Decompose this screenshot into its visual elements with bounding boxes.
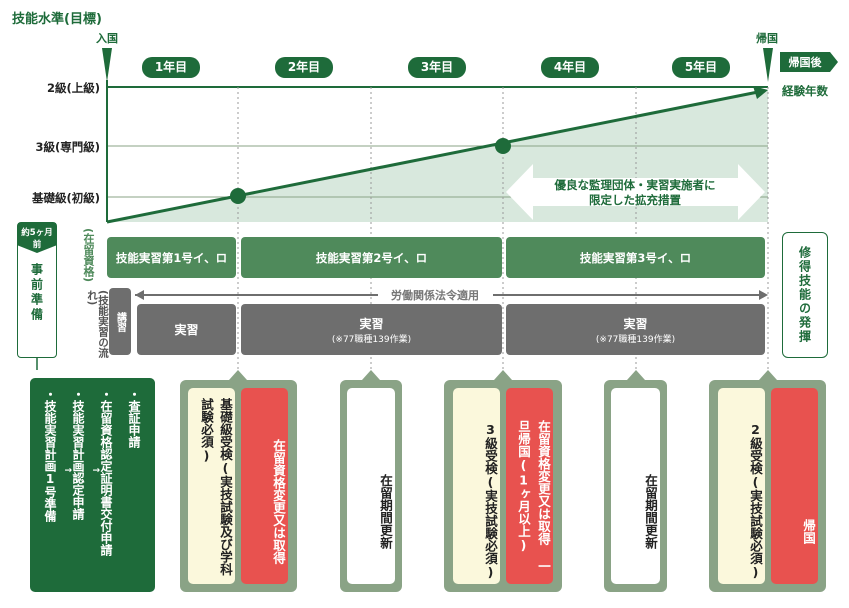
skill-chart: 優良な監理団体・実習実施者に 限定した拡充措置 帰国後 労働関係法令適用 [36, 48, 838, 370]
expansion-double-arrow [506, 164, 765, 220]
prep-label: 事前準備 [29, 263, 44, 323]
practice-bar-3: 実習 (※77職種139作業) [506, 304, 765, 355]
year-4: 4年目 [541, 57, 599, 78]
status-bar-2: 技能実習第2号イ、ロ [241, 237, 502, 278]
step-year4: 在留期間更新 [604, 370, 667, 592]
year-5: 5年目 [672, 57, 730, 78]
level-basic: 基礎級(初級) [31, 191, 100, 205]
step-year5: 2級受検(実技試験必須) 帰国 [709, 370, 826, 592]
return-label: 帰国 [756, 32, 778, 45]
skill-arrowhead [753, 86, 768, 99]
level-2: 2級(上級) [46, 81, 100, 95]
prep-timing: 約5ヶ月前 [18, 223, 56, 253]
expansion-line1: 優良な監理団体・実習実施者に [554, 178, 716, 192]
renewal-2: 在留期間更新 [611, 388, 660, 584]
entry-label: 入国 [96, 32, 118, 45]
status-label: (在留資格) [82, 228, 95, 283]
lecture-bar: 講習 [109, 288, 131, 355]
prep-step-plan-approval: ・技能実習計画認定申請 [71, 388, 85, 520]
level-3: 3級(専門級) [35, 140, 100, 154]
status-change-2: 在留資格変更又は取得 一旦帰国(1ヶ月以上) [506, 388, 553, 584]
milestone-basic [230, 188, 246, 204]
after-return-label: 帰国後 [789, 55, 823, 69]
renewal-1: 在留期間更新 [347, 388, 395, 584]
diagram-title: 技能水準(目標) [12, 12, 102, 27]
level2-exam: 2級受検(実技試験必須) [718, 388, 765, 584]
milestone-level3 [495, 138, 511, 154]
status-bar-3: 技能実習第3号イ、ロ [506, 237, 765, 278]
year-1: 1年目 [142, 57, 200, 78]
prep-box: 約5ヶ月前 事前準備 [17, 222, 57, 358]
practice-note: (※77職種139作業) [595, 334, 676, 345]
prep-step-visa: ・査証申請 [127, 388, 141, 448]
experience-years-label: 経験年数 [782, 84, 828, 98]
skill-progress-line [106, 90, 759, 224]
flow-label: (技能実習の流れ) [86, 290, 109, 358]
arrow-icon: → [92, 466, 100, 476]
year-dividers [237, 87, 769, 370]
status-bar-1: 技能実習第1号イ、ロ [107, 237, 236, 278]
arrow-icon: → [64, 466, 72, 476]
year-2: 2年目 [275, 57, 333, 78]
expansion-line2: 限定した拡充措置 [589, 193, 681, 207]
status-change-1: 在留資格変更又は取得 [241, 388, 288, 584]
step-year1: 基礎級受検(実技試験及び学科試験必須) 在留資格変更又は取得 [180, 370, 297, 592]
level3-exam: 3級受検(実技試験必須) [453, 388, 500, 584]
labor-law-label: 労働関係法令適用 [391, 288, 479, 302]
prep-step-coe: ・在留資格認定証明書交付申請 [99, 388, 113, 556]
year-3: 3年目 [408, 57, 466, 78]
practice-bar-1: 実習 [137, 304, 236, 355]
skills-box: 修得技能の発揮 [782, 232, 828, 358]
step-year3: 3級受検(実技試験必須) 在留資格変更又は取得 一旦帰国(1ヶ月以上) [444, 370, 562, 592]
practice-bar-2: 実習 (※77職種139作業) [241, 304, 502, 355]
practice-note: (※77職種139作業) [331, 334, 412, 345]
return-home: 帰国 [771, 388, 818, 584]
basic-exam: 基礎級受検(実技試験及び学科試験必須) [188, 388, 235, 584]
prep-step-plan-prep: ・技能実習計画1号準備 [43, 388, 57, 522]
return-marker [763, 48, 773, 82]
prep-steps-box: ・査証申請 ・在留資格認定証明書交付申請 → ・技能実習計画認定申請 → ・技能… [30, 378, 155, 592]
practice-title: 実習 [174, 323, 199, 337]
entry-marker [102, 48, 112, 82]
step-year2: 在留期間更新 [340, 370, 402, 592]
practice-title: 実習 [359, 316, 384, 331]
after-return-arrow [780, 52, 838, 72]
practice-title: 実習 [623, 316, 648, 331]
